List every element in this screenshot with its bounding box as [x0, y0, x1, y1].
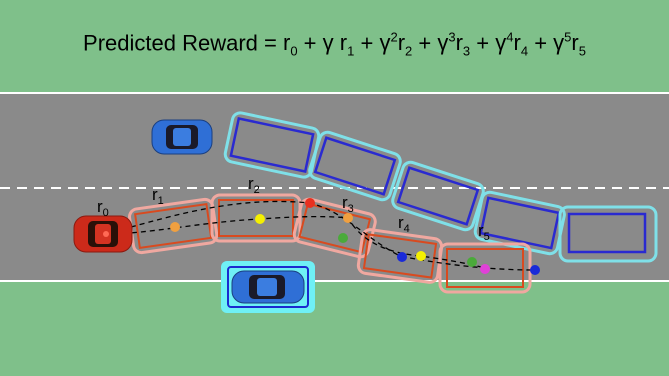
other-vehicle-predictions — [223, 111, 658, 263]
label-r0: r0 — [97, 197, 109, 219]
waypoint-9 — [480, 264, 490, 274]
grass-bottom — [0, 282, 669, 376]
blue-car-icon — [231, 270, 305, 304]
label-r1: r1 — [152, 185, 164, 207]
waypoint-10 — [530, 265, 540, 275]
waypoints — [170, 198, 540, 275]
formula-term-5: γ5r5 — [553, 30, 586, 59]
blue-car-icon — [151, 119, 213, 155]
formula-term-1: γ r1 — [322, 30, 355, 59]
formula-lhs: Predicted Reward = — [83, 30, 277, 56]
grass-top — [0, 0, 669, 93]
formula-term-2: γ2r2 — [379, 30, 413, 59]
formula-term-4: γ4r4 — [495, 30, 529, 59]
reward-formula: Predicted Reward = r0 + γ r1 + γ2r2 + γ3… — [83, 30, 586, 59]
formula-term-3: γ3r3 — [437, 30, 471, 59]
waypoint-3 — [305, 198, 315, 208]
label-r3: r3 — [342, 193, 354, 215]
trajectory-path-2 — [104, 215, 486, 269]
waypoint-7 — [416, 251, 426, 261]
waypoint-4 — [343, 213, 353, 223]
ego-car-icon — [73, 215, 133, 253]
label-r2: r2 — [248, 174, 260, 196]
highlighted-car — [221, 261, 315, 313]
waypoint-6 — [397, 252, 407, 262]
waypoint-8 — [467, 257, 477, 267]
label-r5: r5 — [478, 221, 490, 243]
waypoint-1 — [170, 222, 180, 232]
waypoint-5 — [338, 233, 348, 243]
reward-labels: r0 r1 r2 r3 r4 r5 — [97, 174, 490, 243]
label-r4: r4 — [398, 213, 410, 235]
waypoint-2 — [255, 214, 265, 224]
formula-term-0: r0 — [282, 30, 298, 59]
